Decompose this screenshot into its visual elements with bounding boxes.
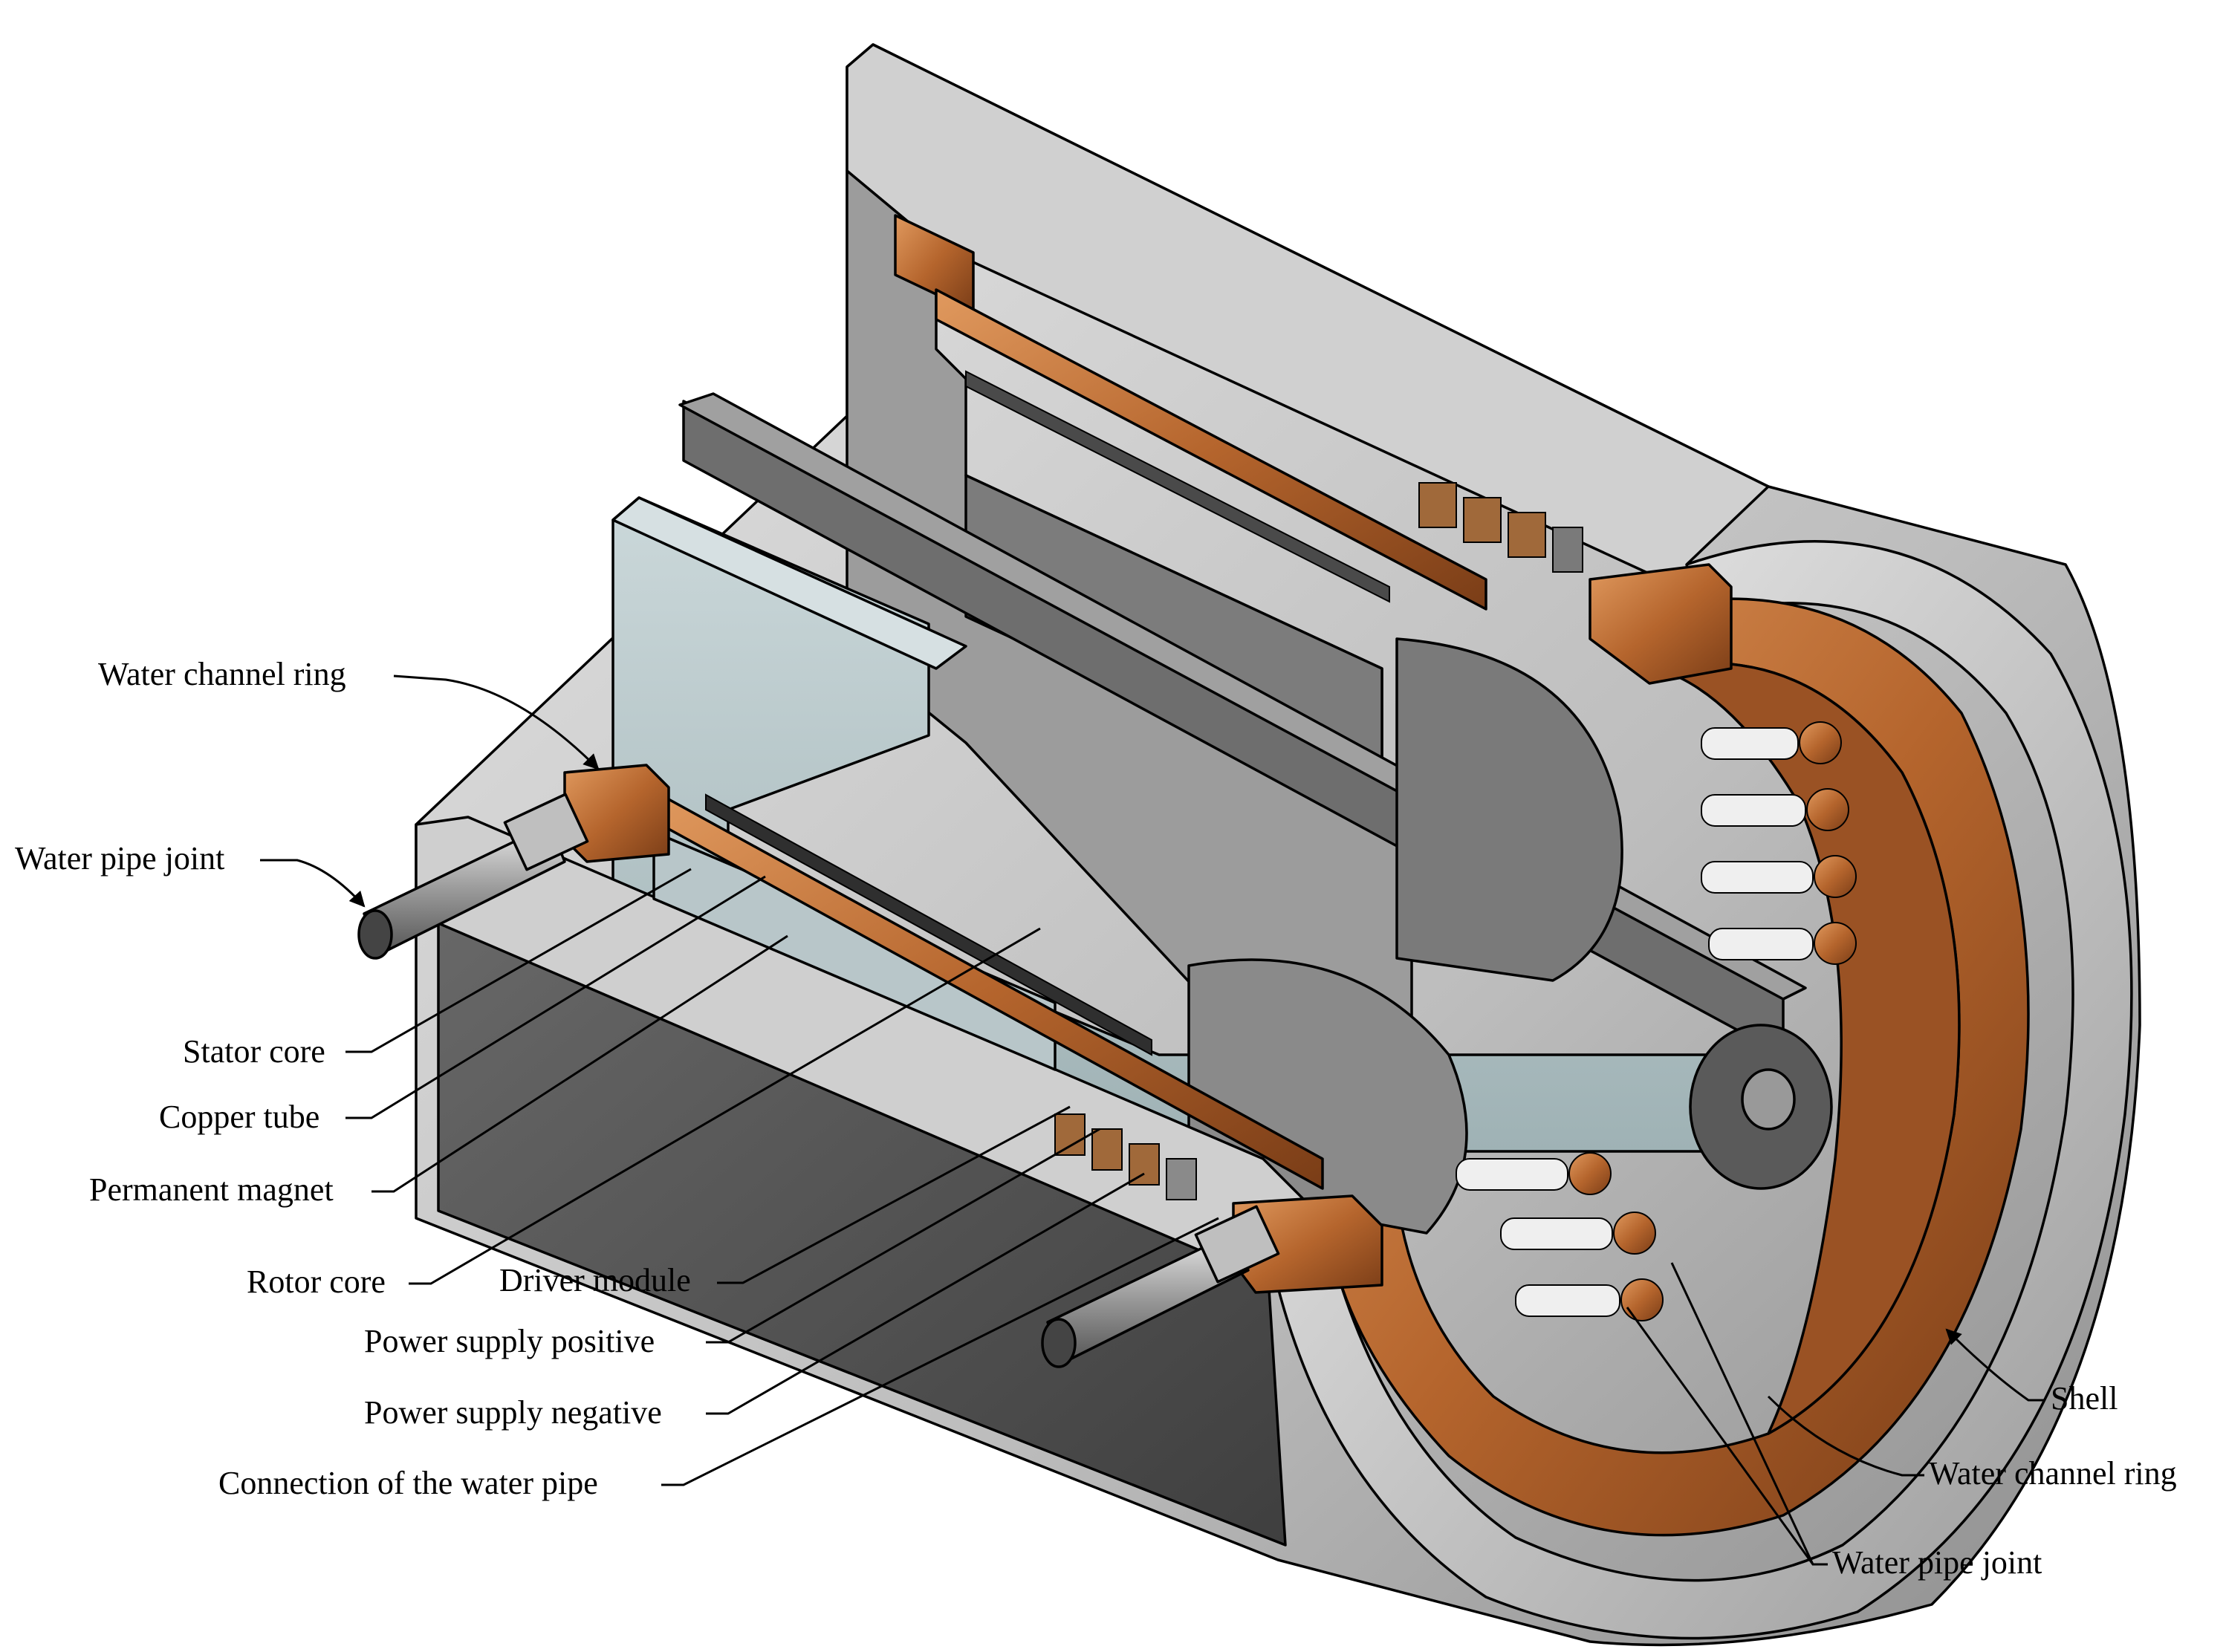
labels: Water channel ring Water pipe joint Stat… <box>15 656 2177 1581</box>
label-copper-tube: Copper tube <box>159 1099 319 1135</box>
label-water-channel-ring-left: Water channel ring <box>98 656 346 692</box>
label-shell: Shell <box>2051 1380 2118 1417</box>
upper-driver-module-blocks <box>1418 482 1733 685</box>
label-driver-module: Driver module <box>499 1262 691 1298</box>
label-water-channel-ring-right: Water channel ring <box>1929 1455 2177 1492</box>
label-rotor-core: Rotor core <box>247 1264 386 1300</box>
water-pipe-joint-lower <box>1041 1205 1280 1368</box>
lower-stator-section <box>415 764 1383 1294</box>
driver-module-blocks <box>1054 1113 1197 1200</box>
label-water-pipe-joint-right: Water pipe joint <box>1832 1544 2042 1581</box>
label-power-supply-positive: Power supply positive <box>364 1323 655 1359</box>
water-pipe-joint-left <box>357 793 589 960</box>
label-permanent-magnet: Permanent magnet <box>89 1171 334 1208</box>
label-power-supply-negative: Power supply negative <box>364 1394 662 1431</box>
label-connection-water-pipe: Connection of the water pipe <box>218 1465 598 1501</box>
leader-lines <box>260 674 2045 1566</box>
label-stator-core: Stator core <box>183 1033 325 1070</box>
water-pipe-coils <box>1456 721 1857 1321</box>
label-water-pipe-joint-left: Water pipe joint <box>15 840 224 877</box>
